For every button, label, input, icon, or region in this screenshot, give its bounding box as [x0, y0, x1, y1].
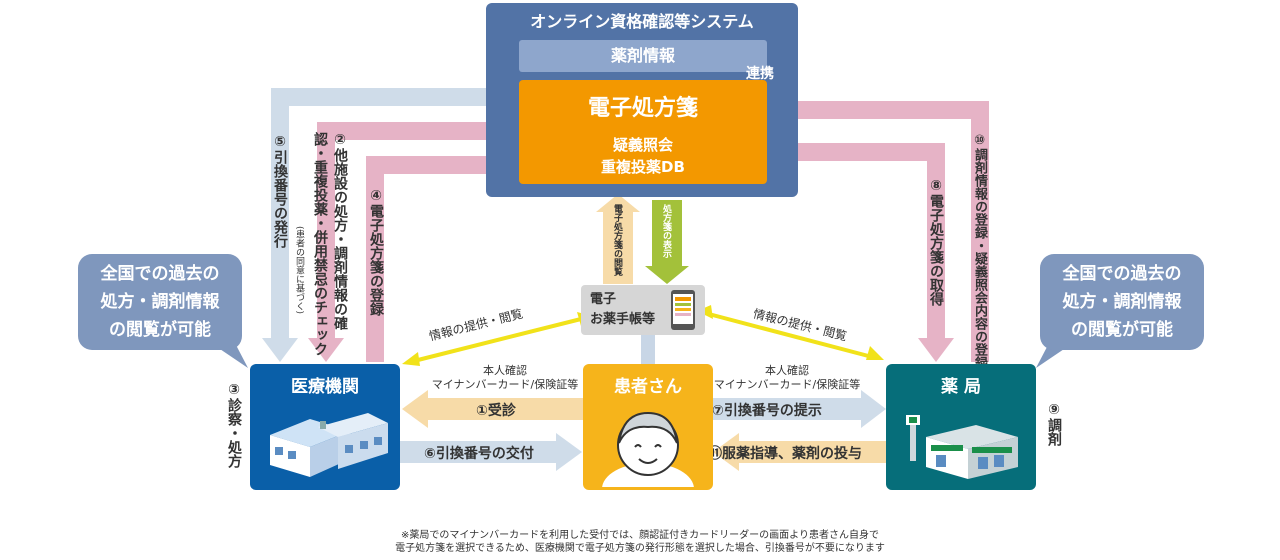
arrow-step8-head — [918, 338, 954, 362]
system-title: オンライン資格確認等システム — [530, 12, 754, 31]
step3-label: ③診察・処方 — [226, 382, 242, 468]
callout-left-tail — [214, 345, 248, 368]
notebook-label-line1: 電子 — [590, 292, 617, 307]
arrow-step4 — [366, 156, 497, 362]
step11-label: ⑪服薬指導、薬剤の投与 — [708, 446, 862, 462]
id-check-right: 本人確認 マイナンバーカード/保険証等 — [712, 364, 862, 392]
notebook-label-line2: お薬手帳等 — [590, 312, 656, 327]
pharmacy-node: 薬 局 — [886, 364, 1036, 490]
callout-left-line: の閲覧が可能 — [109, 320, 211, 340]
smartphone-icon — [671, 290, 695, 330]
arrow-step6 — [400, 441, 556, 463]
footnote-line1: ※薬局でのマイナンバーカードを利用した受付では、顔認証付きカードリーダーの画面よ… — [401, 530, 879, 541]
patient-title: 患者さん — [614, 377, 682, 397]
arrow-info-left — [409, 316, 586, 364]
step2-label: ②他施設の処方・調剤情報の確認・重複投薬・併用禁忌のチェック — [312, 132, 348, 356]
eps-title: 電子処方箋 — [587, 96, 698, 121]
callout-right-line: の閲覧が可能 — [1071, 320, 1173, 340]
step6-label: ⑥引換番号の交付 — [424, 446, 534, 462]
notebook-label: 電子 お薬手帳等 — [590, 290, 655, 330]
footnote: ※薬局でのマイナンバーカードを利用した受付では、顔認証付きカードリーダーの画面よ… — [0, 529, 1280, 555]
callout-left-line: 全国での過去の — [100, 264, 220, 284]
arrow-step2-head — [308, 338, 344, 362]
id-left-line2: マイナンバーカード/保険証等 — [431, 378, 579, 391]
hospital-title: 医療機関 — [291, 377, 359, 397]
callout-left-line: 処方・調剤情報 — [100, 292, 220, 312]
patient-node: 患者さん — [583, 364, 713, 515]
pharmacy-store-icon — [906, 415, 1018, 479]
arrow-step8 — [767, 143, 945, 338]
step4-label: ④電子処方箋の登録 — [368, 188, 384, 316]
arrow-eps-view — [603, 210, 633, 284]
arrow-step7 — [713, 398, 861, 420]
callout-right: 全国での過去の 処方・調剤情報 の閲覧が可能 — [1040, 254, 1204, 350]
callout-left: 全国での過去の 処方・調剤情報 の閲覧が可能 — [78, 254, 242, 350]
arrow-step5 — [271, 88, 519, 338]
eps-view-label: 電子処方箋の閲覧 — [612, 204, 622, 276]
arrow-step11 — [739, 441, 886, 463]
id-left-line1: 本人確認 — [483, 364, 527, 377]
id-right-line1: 本人確認 — [765, 364, 809, 377]
hospital-building-icon — [270, 413, 388, 477]
step5-label: ⑤引換番号の発行 — [272, 134, 288, 248]
step1-label: ①受診 — [476, 403, 516, 419]
arrow-step10 — [789, 101, 989, 362]
renkei-label: 連携 — [746, 66, 774, 82]
arrow-step1 — [428, 398, 583, 420]
callout-right-line: 全国での過去の — [1062, 264, 1182, 284]
hospital-node: 医療機関 — [250, 364, 400, 490]
eps-sub-line2: 重複投薬DB — [601, 158, 685, 176]
id-right-line2: マイナンバーカード/保険証等 — [713, 378, 861, 391]
connector-notebook-patient — [641, 335, 655, 365]
step2-note: (患者の同意に基づく) — [294, 226, 304, 315]
callout-right-line: 処方・調剤情報 — [1062, 292, 1182, 312]
step9-label: ⑨調剤 — [1046, 402, 1062, 446]
footnote-line2: 電子処方箋を選択できるため、医療機関で電子処方箋の発行形態を選択した場合、引換番… — [395, 543, 885, 554]
eps-subtitle: 疑義照会 重複投薬DB — [519, 134, 767, 178]
eps-display-label: 処方箋の表示 — [661, 204, 671, 258]
id-check-left: 本人確認 マイナンバーカード/保険証等 — [430, 364, 580, 392]
eps-box — [519, 80, 767, 184]
step7-label: ⑦引換番号の提示 — [712, 403, 822, 419]
step8-label: ⑧電子処方箋の取得 — [928, 178, 944, 306]
arrow-step2 — [317, 122, 519, 338]
arrow-eps-display — [652, 200, 682, 268]
callout-right-tail — [1036, 345, 1070, 368]
arrow-info-right — [704, 311, 877, 360]
arrow-step5-head — [262, 338, 298, 362]
drug-info-box: 薬剤情報 — [519, 40, 767, 72]
step10-label: ⑩調剤情報の登録・疑義照会内容の登録 — [972, 133, 987, 369]
patient-face-icon — [602, 411, 694, 515]
pharmacy-title: 薬 局 — [941, 377, 981, 397]
eps-sub-line1: 疑義照会 — [612, 136, 673, 154]
